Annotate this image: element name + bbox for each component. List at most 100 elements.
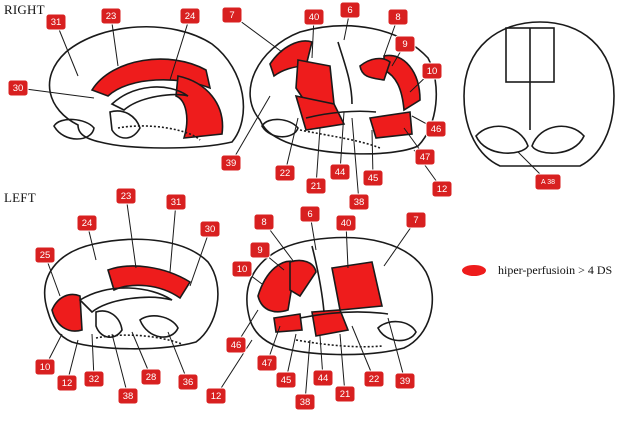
- area-tag-box: [117, 387, 139, 405]
- area-tag-box: [34, 358, 56, 376]
- left-medial-area-tag: 12: [56, 374, 78, 392]
- area-tag-label: 38: [354, 197, 365, 208]
- left-lateral-area-tag: 8: [253, 213, 275, 231]
- left-lateral-leader-line: [387, 317, 406, 382]
- left-lateral-area-tag: 46: [225, 336, 247, 354]
- right-medial-outline: [48, 25, 245, 149]
- left-lateral-area-tag: 21: [334, 385, 356, 403]
- right-medial-temporal: [117, 125, 201, 141]
- area-tag-box: [220, 154, 242, 172]
- right-lateral-area-tag: 46: [425, 120, 447, 138]
- left-lateral-view: [246, 236, 434, 356]
- left-medial-temporal: [95, 334, 183, 345]
- right-lateral-area-tag: 44: [329, 163, 351, 181]
- left-lateral-outline: [246, 236, 434, 356]
- area-tag-label: 21: [311, 181, 322, 192]
- right-lateral-area-tag: 38: [348, 193, 370, 211]
- right-lateral-area-47: [368, 111, 413, 139]
- area-tag-label: 30: [13, 83, 24, 94]
- area-tag-label: 24: [185, 11, 196, 22]
- area-tag-box: [534, 173, 562, 191]
- right-coronal-outline: [463, 21, 615, 167]
- left-medial-leader-line: [169, 201, 177, 273]
- legend-label: hiper-perfusioin > 4 DS: [498, 263, 613, 277]
- right-lateral-area-tag: 8: [387, 8, 409, 26]
- left-medial-leader-line: [125, 195, 137, 269]
- area-tag-label: 7: [413, 215, 418, 226]
- right-medial-leader-line: [169, 15, 191, 81]
- left-lateral-area-tag: 10: [231, 260, 253, 278]
- right-medial-area-tag: 23: [100, 7, 122, 25]
- left-lateral-central-sulcus: [311, 245, 325, 313]
- row-title-left: LEFT: [4, 190, 36, 205]
- area-tag-label: 44: [335, 167, 346, 178]
- area-tag-box: [387, 8, 409, 26]
- area-tag-box: [221, 6, 243, 24]
- area-tag-box: [205, 387, 227, 405]
- right-lateral-area-tag: 40: [303, 8, 325, 26]
- left-lateral-area-tag: 7: [405, 211, 427, 229]
- area-tag-box: [431, 180, 453, 198]
- right-lateral-view: [249, 25, 438, 155]
- area-tag-label: 40: [309, 12, 320, 23]
- left-lateral-area-tag: 9: [249, 241, 271, 259]
- area-tag-box: [34, 246, 56, 264]
- left-medial-cingulate-band: [107, 265, 192, 300]
- left-medial-area-tag: 24: [76, 214, 98, 232]
- left-lateral-area-9: [289, 259, 317, 298]
- area-tag-box: [348, 193, 370, 211]
- right-lateral-area-tag: 12: [431, 180, 453, 198]
- right-lateral-sylvian: [305, 110, 377, 119]
- area-tag-box: [414, 148, 436, 166]
- area-tag-box: [7, 79, 29, 97]
- area-tag-label: 39: [400, 376, 411, 387]
- right-lateral-cerebellum: [261, 118, 299, 138]
- area-tag-label: 10: [40, 362, 51, 373]
- area-tag-box: [45, 13, 67, 31]
- area-tag-box: [303, 8, 325, 26]
- right-lateral-area-tag: 22: [274, 164, 296, 182]
- left-medial-area-tag: 10: [34, 358, 56, 376]
- area-tag-label: 21: [340, 389, 351, 400]
- area-tag-label: 47: [262, 358, 273, 369]
- area-tag-label: 12: [62, 378, 73, 389]
- right-lateral-area-tag: 39: [220, 154, 242, 172]
- area-tag-box: [405, 211, 427, 229]
- area-tag-label: 36: [183, 377, 194, 388]
- area-tag-label: 8: [395, 12, 400, 23]
- area-tag-box: [329, 163, 351, 181]
- left-medial-area-tag: 36: [177, 373, 199, 391]
- right-lateral-area-tag: 9: [394, 35, 416, 53]
- right-lateral-leader-line: [315, 127, 321, 187]
- area-tag-box: [256, 354, 278, 372]
- left-lateral-area-tag: 22: [363, 370, 385, 388]
- left-lateral-area-tag: 39: [394, 372, 416, 390]
- right-lateral-central-sulcus: [337, 41, 353, 105]
- right-lateral-leader-line: [339, 111, 345, 173]
- left-medial-brainstem: [95, 310, 123, 338]
- left-lateral-area-tag: 47: [256, 354, 278, 372]
- left-lateral-area-tag: 44: [312, 369, 334, 387]
- right-medial-leader-line: [55, 21, 79, 77]
- left-lateral-area-tag: 6: [299, 205, 321, 223]
- area-tag-label: 23: [121, 191, 132, 202]
- area-tag-label: 22: [369, 374, 380, 385]
- right-lateral-area-22: [294, 94, 346, 131]
- right-medial-area-tag: 24: [179, 7, 201, 25]
- area-tag-box: [253, 213, 275, 231]
- area-tag-label: 46: [231, 340, 242, 351]
- area-tag-box: [394, 35, 416, 53]
- right-lateral-area-tag: 7: [221, 6, 243, 24]
- area-tag-box: [421, 62, 443, 80]
- area-tag-label: A 38: [541, 179, 555, 186]
- area-tag-label: 6: [307, 209, 312, 220]
- left-lateral-leader-line: [339, 333, 346, 395]
- area-tag-label: 22: [280, 168, 291, 179]
- right-coronal-area-tag: A 38: [534, 173, 562, 191]
- area-tag-box: [275, 371, 297, 389]
- left-lateral-area-40: [331, 261, 383, 311]
- area-tag-box: [225, 336, 247, 354]
- left-medial-callosum: [78, 287, 173, 314]
- left-medial-area-tag: 25: [34, 246, 56, 264]
